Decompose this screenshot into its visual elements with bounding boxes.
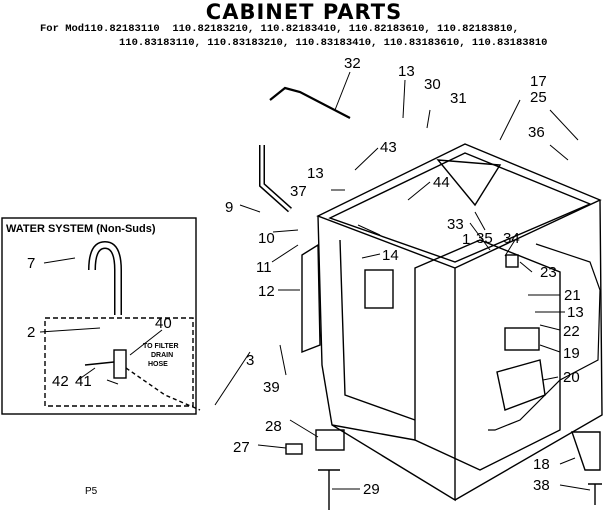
page-code: P5: [85, 486, 98, 497]
part-label: 35: [476, 230, 493, 247]
part-23-block: [505, 254, 519, 268]
cabinet-side-bracket: [301, 243, 321, 354]
part-label: 42: [52, 373, 69, 390]
part-label: 37: [290, 183, 307, 200]
cabinet-back-right: [454, 199, 603, 501]
wire-17: [488, 243, 601, 431]
part-label: 10: [258, 230, 275, 247]
part-label: 40: [155, 315, 172, 332]
part-label: 11: [256, 259, 272, 276]
pump-motor: [364, 269, 394, 309]
part-label: 44: [433, 174, 450, 191]
part-label: 31: [450, 90, 467, 107]
part-label: 43: [380, 139, 397, 156]
water-system-title: WATER SYSTEM (Non-Suds): [6, 223, 156, 235]
part-label: 39: [263, 379, 280, 396]
valve-dashed-box: [44, 317, 194, 407]
timer-19: [504, 327, 540, 351]
bracket-28: [315, 429, 345, 451]
model-list-line-1: For Mod110.82183110 110.82183210, 110.82…: [40, 23, 519, 35]
hose-9: [259, 145, 292, 213]
part-label: 32: [344, 55, 361, 72]
part-label: 23: [540, 264, 557, 281]
part-label: 21: [564, 287, 581, 304]
models-line-2: 110.83183110, 110.83183210, 110.83183410…: [119, 37, 548, 49]
filter-note-line-1: TO FILTER: [143, 343, 179, 350]
part-label: 41: [75, 373, 92, 390]
part-label: 9: [225, 199, 233, 216]
part-label: 19: [563, 345, 580, 362]
part-label: 20: [563, 369, 580, 386]
foot-29: [318, 469, 340, 510]
part-label: 29: [363, 481, 380, 498]
part-label: 30: [424, 76, 441, 93]
part-label: 3: [246, 352, 254, 369]
model-prefix: For Mod: [40, 23, 85, 35]
filter-note-line-3: HOSE: [148, 361, 168, 368]
part-label: 27: [233, 439, 250, 456]
part-label: 13: [567, 304, 584, 321]
cabinet-inner-panel: [339, 239, 416, 421]
part-label: 1: [462, 231, 470, 248]
part-label: 34: [503, 230, 520, 247]
part-label: 13: [398, 63, 415, 80]
part-label: 2: [27, 324, 35, 341]
water-system-box: [1, 217, 197, 415]
part-label: 22: [563, 323, 580, 340]
tube-32: [269, 86, 351, 119]
cabinet-inner-top: [328, 152, 592, 263]
part-label: 13: [307, 165, 324, 182]
part-label: 38: [533, 477, 550, 494]
part-label: 28: [265, 418, 282, 435]
part-label: 18: [533, 456, 550, 473]
part-label: 25: [530, 89, 547, 106]
filter-note-line-2: DRAIN: [151, 352, 173, 359]
leg-18: [571, 431, 601, 471]
part-label: 33: [447, 216, 464, 233]
part-label: 12: [258, 283, 275, 300]
valve-body: [113, 349, 127, 379]
page-title: CABINET PARTS: [205, 0, 403, 24]
tub-20: [496, 359, 546, 411]
part-label: 14: [382, 247, 399, 264]
part-label: 17: [530, 73, 547, 90]
models-line-1: 110.82183110 110.82183210, 110.82183410,…: [84, 23, 519, 35]
part-label: 7: [27, 255, 35, 272]
part-label: 36: [528, 124, 545, 141]
clip-27: [285, 443, 303, 455]
cabinet-bottom-edge: [331, 424, 416, 441]
foot-38: [588, 483, 602, 505]
cabinet-front-opening: [414, 239, 561, 471]
center-support: [436, 159, 502, 207]
